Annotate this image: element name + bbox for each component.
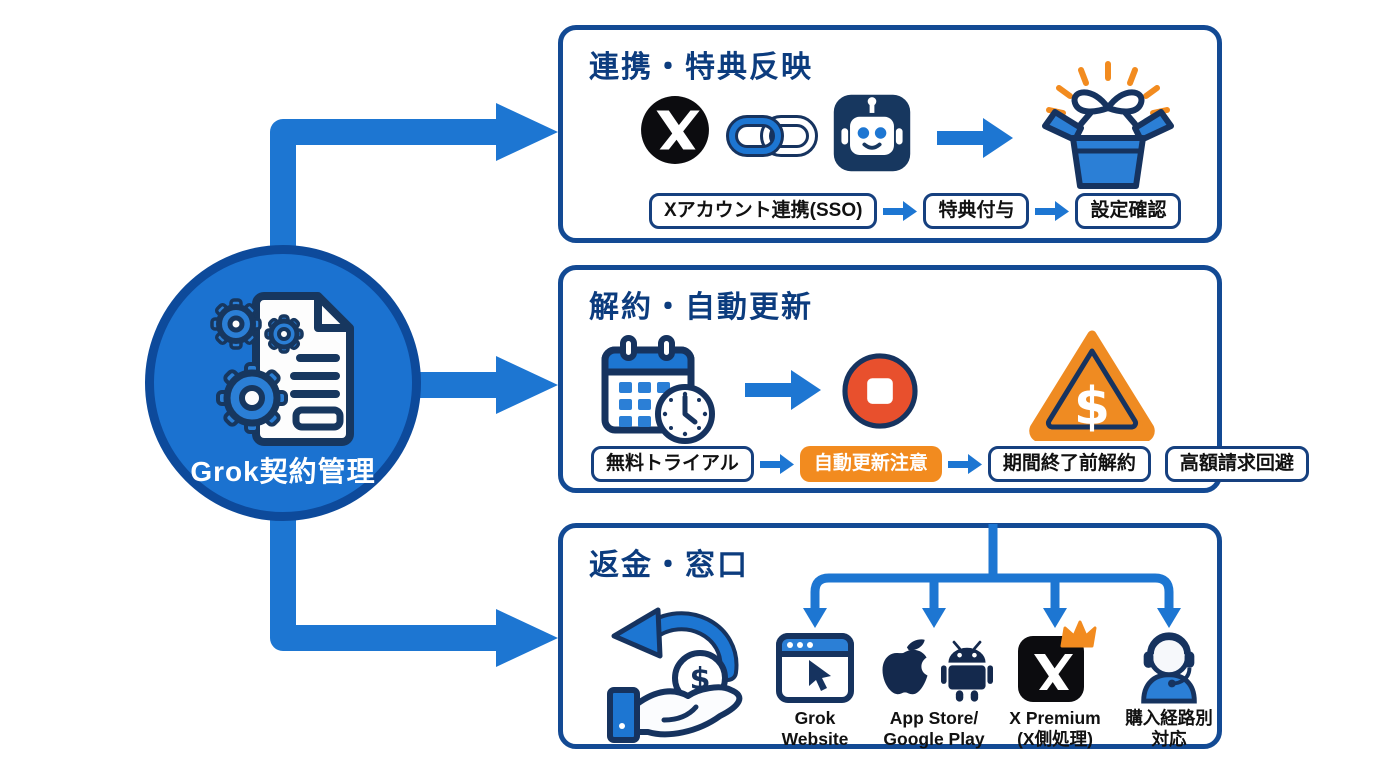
connector-top [270, 119, 498, 258]
warning-dollar-icon: $ [1029, 330, 1155, 441]
robot-icon [833, 94, 911, 172]
arrowhead-middle [496, 356, 558, 414]
channel-app-stores: App Store/ Google Play [869, 624, 999, 749]
step-chip: Xアカウント連携(SSO) [649, 193, 878, 229]
channel-label: App Store/ Google Play [883, 708, 985, 749]
step-chip: 高額請求回避 [1164, 446, 1309, 482]
section-refund-contacts: 返金・窓口 $ [558, 523, 1222, 749]
hub-title: Grok契約管理 [190, 456, 376, 487]
mini-arrow-icon [883, 200, 918, 221]
mini-arrow-icon [1035, 200, 1070, 221]
android-icon [941, 640, 993, 702]
section-cancel-autorenew: 解約・自動更新 [558, 265, 1309, 493]
mini-arrow-icon [947, 453, 982, 474]
stop-button-icon [842, 353, 918, 429]
x-logo-icon [641, 96, 709, 164]
step-chip: 無料トライアル [591, 446, 754, 482]
step-chip: 特典付与 [923, 193, 1030, 229]
channel-label: X Premium (X側処理) [1009, 708, 1101, 749]
gift-box-icon [1042, 61, 1174, 189]
section2-title: 解約・自動更新 [589, 291, 813, 324]
step-chip: 期間終了前解約 [987, 446, 1151, 482]
mini-arrow-icon [759, 453, 794, 474]
arrow-right-icon [937, 118, 1013, 158]
channel-grok-website: Grok Website [750, 624, 880, 749]
section-link-benefits: 連携・特典反映 [558, 25, 1222, 243]
link-icon [726, 115, 818, 157]
arrow-right-icon [745, 370, 821, 410]
calendar-clock-icon [601, 335, 715, 444]
arrowhead-bottom [496, 609, 558, 667]
gears-document-icon [210, 292, 354, 446]
refund-hand-icon: $ [607, 607, 743, 743]
channel-label: 購入経路別 対応 [1125, 708, 1213, 749]
channel-x-premium: X Premium (X側処理) [990, 620, 1120, 749]
arrowhead-top [496, 103, 558, 161]
section1-title: 連携・特典反映 [589, 51, 813, 84]
section2-steps: 無料トライアル 自動更新注意 期間終了前解約 高額請求回避 [591, 446, 1309, 482]
apple-icon [882, 639, 928, 695]
connector-bottom [270, 512, 498, 651]
step-chip-highlight: 自動更新注意 [799, 446, 942, 482]
dollar-glyph: $ [1074, 377, 1110, 437]
hub-circle: Grok契約管理 [145, 245, 421, 521]
x-premium-crown-icon [1018, 620, 1097, 702]
section1-steps: Xアカウント連携(SSO) 特典付与 設定確認 [649, 193, 1182, 229]
step-chip: 設定確認 [1075, 193, 1182, 229]
support-agent-icon [1141, 632, 1197, 704]
channel-label: Grok Website [781, 708, 849, 749]
section3-title: 返金・窓口 [589, 549, 749, 582]
channel-purchase-route-support: 購入経路別 対応 [1104, 624, 1234, 749]
browser-icon [776, 633, 854, 703]
branch-connector [803, 524, 1181, 628]
